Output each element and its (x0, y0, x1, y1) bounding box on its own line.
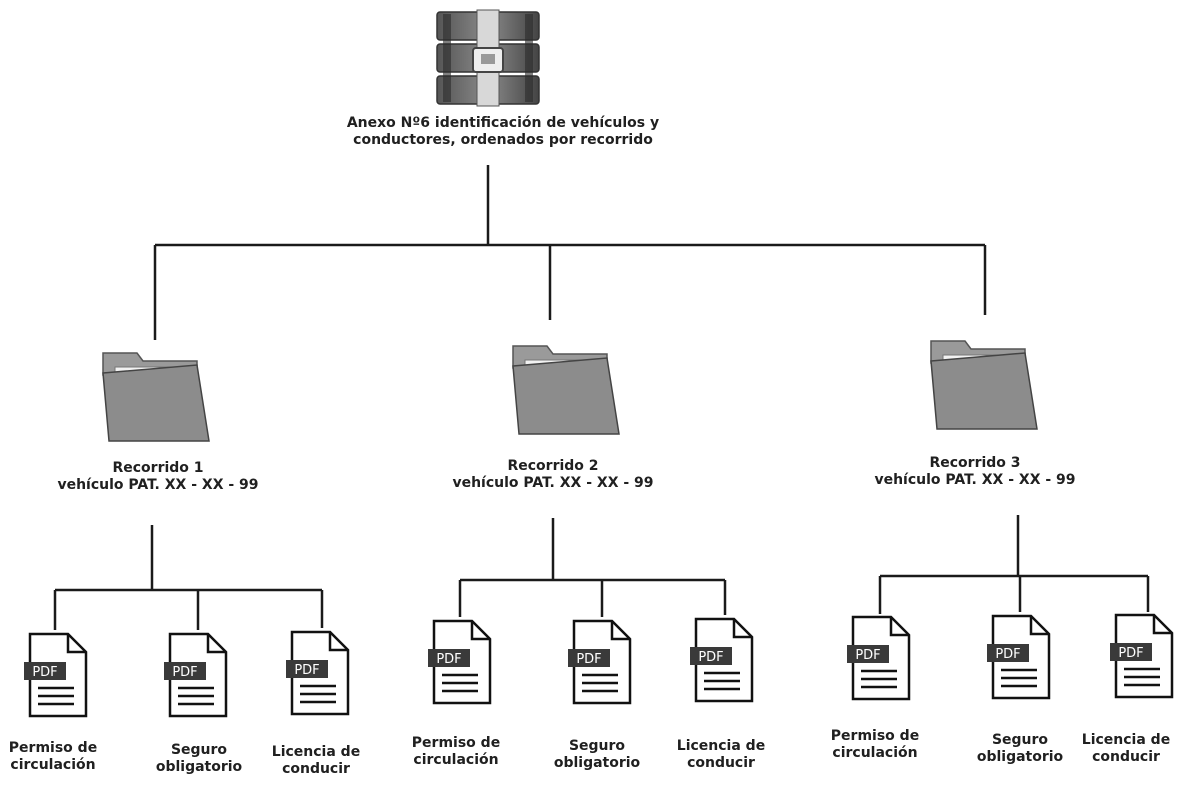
doc-label-line1: Seguro (991, 732, 1049, 748)
pdf-badge: PDF (698, 650, 723, 665)
pdf-badge: PDF (1118, 646, 1143, 661)
doc-label-line2: obligatorio (155, 758, 243, 775)
folder-icon (97, 345, 215, 449)
doc-label-line2: conducir (282, 760, 350, 777)
doc-label-line1: Licencia de (1081, 732, 1171, 748)
pdf-icon: PDF (162, 632, 230, 722)
branch-2-label: Recorrido 2 vehículo PAT. XX - XX - 99 (423, 458, 683, 492)
branch-2-name: Recorrido 2 (507, 458, 599, 474)
pdf-icon: PDF (426, 619, 494, 709)
doc-label-line2: obligatorio (553, 754, 641, 771)
doc-label: Licencia de conducir (1066, 732, 1186, 766)
doc-label: Seguro obligatorio (537, 738, 657, 772)
doc-label: Permiso de circulación (396, 735, 516, 769)
doc-label: Permiso de circulación (815, 728, 935, 762)
doc-label-line2: conducir (687, 754, 755, 771)
doc-label-line2: circulación (413, 751, 499, 768)
branch-3-label: Recorrido 3 vehículo PAT. XX - XX - 99 (845, 455, 1105, 489)
doc-label: Permiso de circulación (0, 740, 113, 774)
pdf-badge: PDF (32, 665, 57, 680)
doc-label-line1: Licencia de (271, 744, 361, 760)
doc-label-line1: Permiso de (830, 728, 920, 744)
pdf-icon: PDF (688, 617, 756, 707)
folder-icon (507, 338, 625, 442)
pdf-badge: PDF (436, 652, 461, 667)
doc-label-line2: obligatorio (976, 748, 1064, 765)
pdf-badge: PDF (855, 648, 880, 663)
pdf-icon: PDF (284, 630, 352, 720)
doc-label: Seguro obligatorio (960, 732, 1080, 766)
branch-1-name: Recorrido 1 (112, 460, 204, 476)
doc-label-line1: Permiso de (411, 735, 501, 751)
doc-label-line2: circulación (832, 744, 918, 761)
pdf-icon: PDF (22, 632, 90, 722)
pdf-badge: PDF (172, 665, 197, 680)
root-label: Anexo Nº6 identificación de vehículos y … (333, 115, 673, 149)
pdf-badge: PDF (294, 663, 319, 678)
doc-label: Licencia de conducir (256, 744, 376, 778)
doc-label-line2: conducir (1092, 748, 1160, 765)
doc-label-line2: circulación (10, 756, 96, 773)
doc-label-line1: Licencia de (676, 738, 766, 754)
root-label-line1: Anexo Nº6 identificación de vehículos y (346, 115, 660, 131)
root-label-line2: conductores, ordenados por recorrido (353, 131, 653, 148)
archive-icon (433, 8, 543, 112)
doc-label-line1: Permiso de (8, 740, 98, 756)
branch-1-label: Recorrido 1 vehículo PAT. XX - XX - 99 (28, 460, 288, 494)
pdf-icon: PDF (566, 619, 634, 709)
pdf-badge: PDF (576, 652, 601, 667)
pdf-icon: PDF (1108, 613, 1176, 703)
folder-icon (925, 333, 1043, 437)
pdf-icon: PDF (985, 614, 1053, 704)
branch-3-vehicle: vehículo PAT. XX - XX - 99 (874, 471, 1076, 488)
branch-2-vehicle: vehículo PAT. XX - XX - 99 (452, 474, 654, 491)
branch-1-vehicle: vehículo PAT. XX - XX - 99 (57, 476, 259, 493)
pdf-icon: PDF (845, 615, 913, 705)
doc-label: Licencia de conducir (661, 738, 781, 772)
pdf-badge: PDF (995, 647, 1020, 662)
doc-label: Seguro obligatorio (139, 742, 259, 776)
branch-3-name: Recorrido 3 (929, 455, 1021, 471)
doc-label-line1: Seguro (170, 742, 228, 758)
doc-label-line1: Seguro (568, 738, 626, 754)
